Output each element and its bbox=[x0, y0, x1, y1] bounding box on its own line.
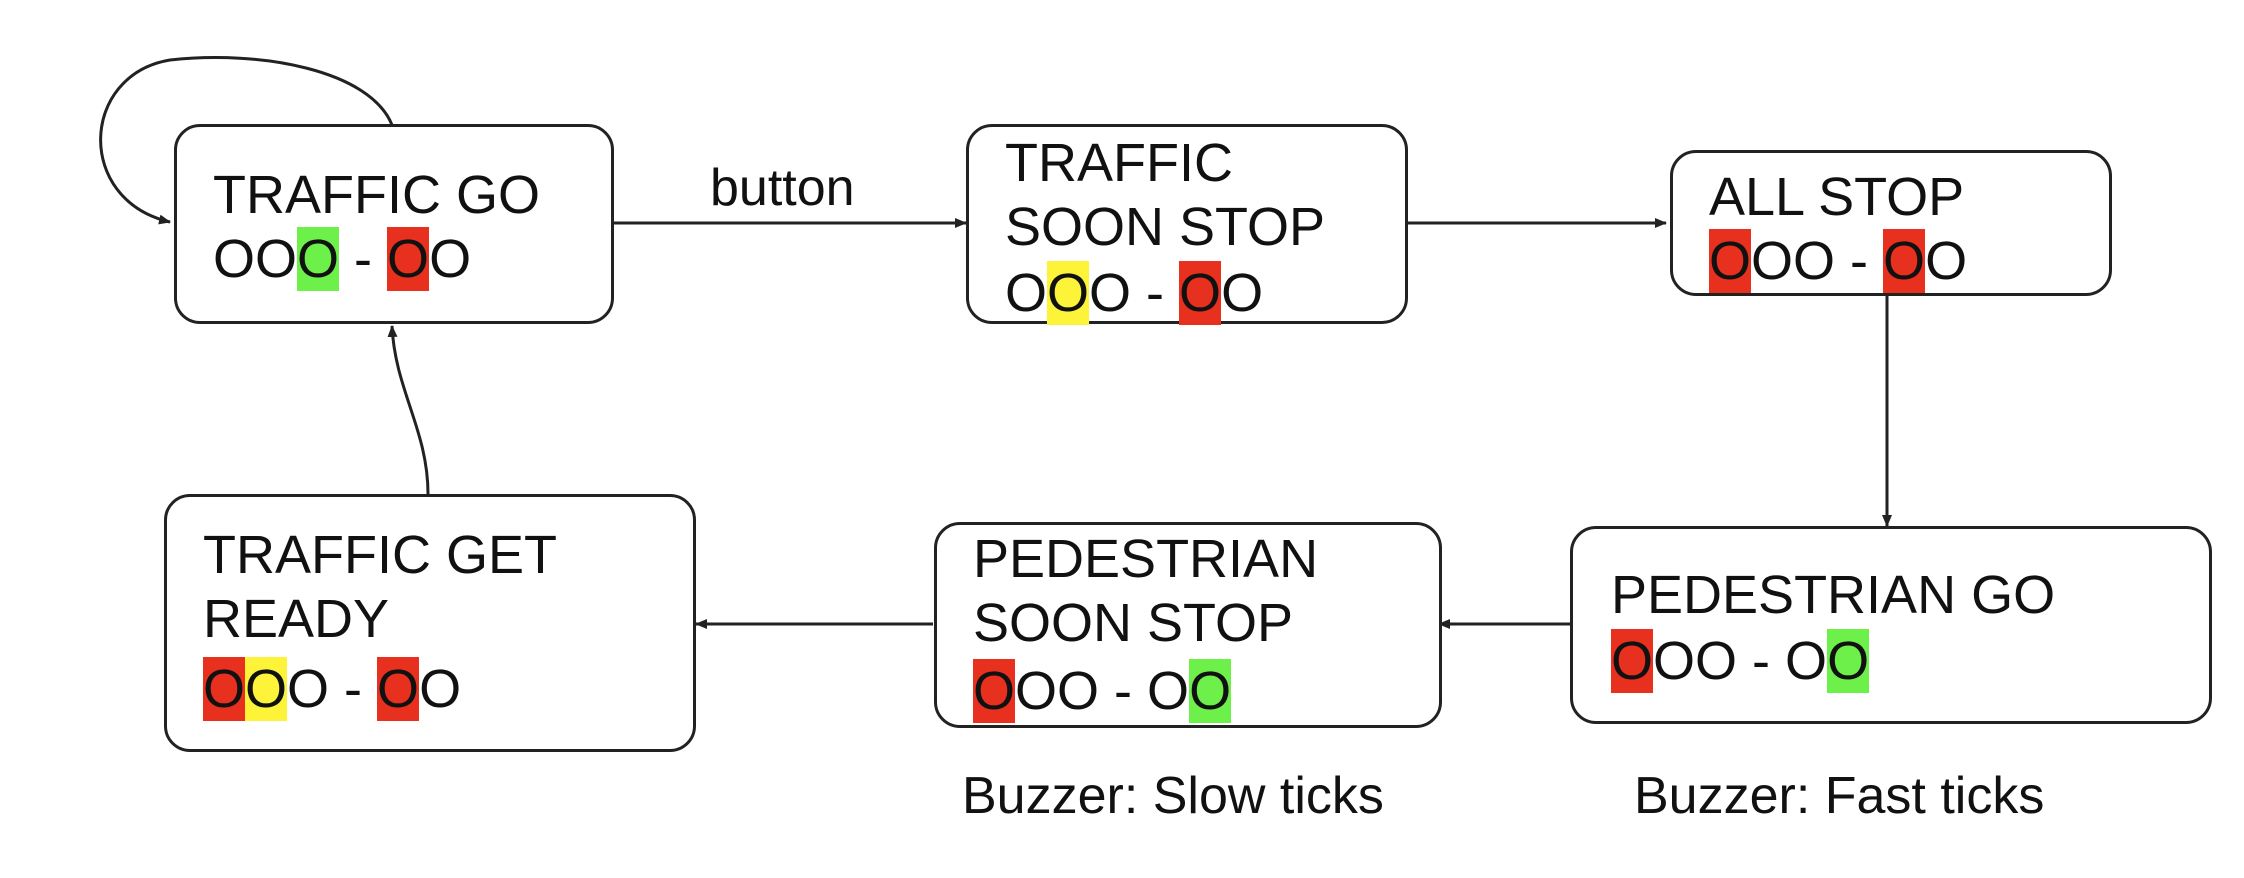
state-title: PEDESTRIAN GO bbox=[1611, 563, 2055, 627]
lamp-red-on: O bbox=[377, 657, 420, 721]
lamp-red-on: O bbox=[203, 657, 246, 721]
light-separator: - bbox=[1835, 231, 1884, 291]
light-separator: - bbox=[1131, 263, 1180, 323]
lamp-red-on: O bbox=[1611, 629, 1654, 693]
title-line: PEDESTRIAN bbox=[973, 529, 1319, 589]
light-indicators: OOO - OO bbox=[973, 659, 1232, 723]
lamp-yellow-on: O bbox=[1047, 261, 1090, 325]
lamp-green-on: O bbox=[297, 227, 340, 291]
light-indicators: OOO - OO bbox=[203, 657, 461, 721]
lamp-green-on: O bbox=[1827, 629, 1870, 693]
lamp-off: O bbox=[1793, 231, 1836, 291]
title-line: TRAFFIC GET bbox=[203, 525, 557, 585]
arrow-get-ready-to-go bbox=[387, 325, 430, 495]
state-title: PEDESTRIAN SOON STOP bbox=[973, 527, 1318, 655]
lamp-yellow-on: O bbox=[245, 657, 288, 721]
state-title: TRAFFIC GET READY bbox=[203, 523, 557, 651]
lamp-off: O bbox=[213, 229, 256, 289]
lamp-off: O bbox=[419, 659, 462, 719]
lamp-off: O bbox=[1089, 263, 1132, 323]
lamp-off: O bbox=[1751, 231, 1794, 291]
lamp-off: O bbox=[429, 229, 472, 289]
title-line: SOON STOP bbox=[1005, 197, 1326, 257]
light-separator: - bbox=[1737, 631, 1786, 691]
title-line: SOON STOP bbox=[973, 593, 1294, 653]
lamp-off: O bbox=[255, 229, 298, 289]
buzzer-fast-label: Buzzer: Fast ticks bbox=[1634, 767, 2045, 825]
light-indicators: OOO - OO bbox=[1709, 229, 1967, 293]
light-separator: - bbox=[1099, 661, 1148, 721]
state-traffic-get-ready: TRAFFIC GET READY OOO - OO bbox=[164, 494, 696, 752]
title-line: PEDESTRIAN GO bbox=[1611, 565, 2056, 625]
lamp-off: O bbox=[1221, 263, 1264, 323]
lamp-red-on: O bbox=[1179, 261, 1222, 325]
transition-label-button: button bbox=[710, 159, 855, 217]
lamp-off: O bbox=[1695, 631, 1738, 691]
buzzer-slow-label: Buzzer: Slow ticks bbox=[962, 767, 1384, 825]
light-indicators: OOO - OO bbox=[213, 227, 471, 291]
lamp-off: O bbox=[1785, 631, 1828, 691]
light-separator: - bbox=[339, 229, 388, 289]
state-pedestrian-soon-stop: PEDESTRIAN SOON STOP OOO - OO bbox=[934, 522, 1442, 728]
state-traffic-soon-stop: TRAFFIC SOON STOP OOO - OO bbox=[966, 124, 1408, 325]
lamp-red-on: O bbox=[1883, 229, 1926, 293]
title-line: ALL STOP bbox=[1709, 167, 1965, 227]
self-loop-arrow bbox=[99, 56, 394, 225]
lamp-off: O bbox=[1925, 231, 1968, 291]
state-all-stop: ALL STOP OOO - OO bbox=[1670, 150, 2112, 296]
lamp-red-on: O bbox=[973, 659, 1016, 723]
title-line: TRAFFIC GO bbox=[213, 165, 540, 225]
lamp-red-on: O bbox=[1709, 229, 1752, 293]
lamp-red-on: O bbox=[387, 227, 430, 291]
lamp-off: O bbox=[1015, 661, 1058, 721]
light-indicators: OOO - OO bbox=[1005, 261, 1263, 325]
lamp-off: O bbox=[1005, 263, 1048, 323]
state-title: TRAFFIC GO bbox=[213, 163, 540, 227]
light-indicators: OOO - OO bbox=[1611, 629, 1870, 693]
lamp-off: O bbox=[1653, 631, 1696, 691]
title-line: READY bbox=[203, 589, 390, 649]
state-pedestrian-go: PEDESTRIAN GO OOO - OO bbox=[1570, 526, 2212, 724]
lamp-off: O bbox=[1057, 661, 1100, 721]
light-separator: - bbox=[329, 659, 378, 719]
title-line: TRAFFIC bbox=[1005, 133, 1233, 193]
lamp-off: O bbox=[1147, 661, 1190, 721]
lamp-off: O bbox=[287, 659, 330, 719]
state-title: ALL STOP bbox=[1709, 165, 1964, 229]
lamp-green-on: O bbox=[1189, 659, 1232, 723]
state-traffic-go: TRAFFIC GO OOO - OO bbox=[174, 124, 614, 324]
state-title: TRAFFIC SOON STOP bbox=[1005, 131, 1325, 259]
